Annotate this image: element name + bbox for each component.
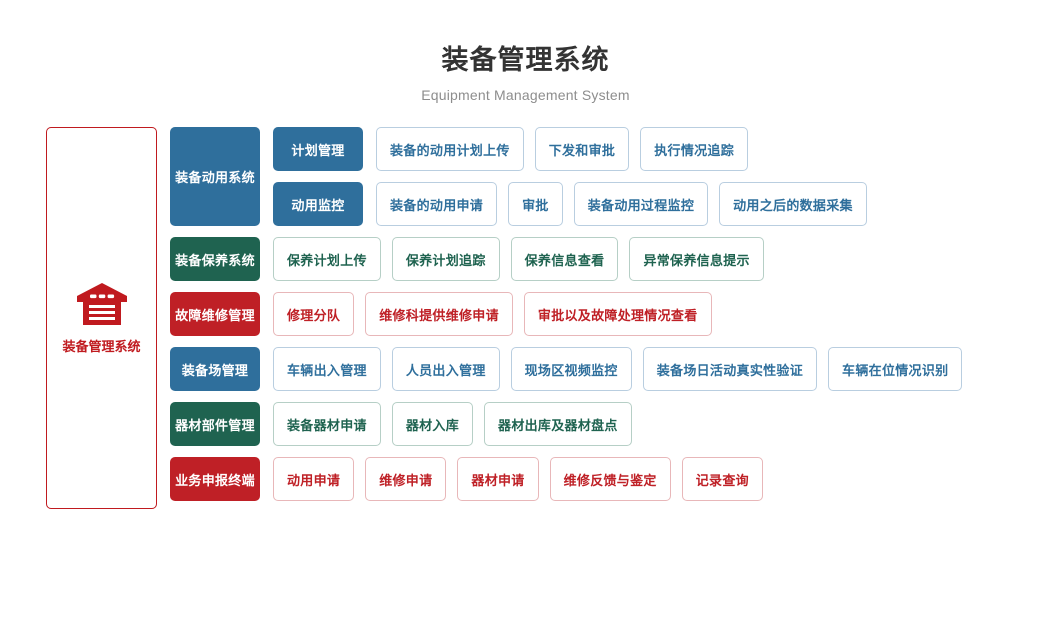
feature-list: 动用申请维修申请器材申请维修反馈与鉴定记录查询	[273, 457, 763, 501]
feature-item[interactable]: 保养信息查看	[510, 237, 619, 281]
module-row: 装备场管理车辆出入管理人员出入管理现场区视频监控装备场日活动真实性验证车辆在位情…	[170, 347, 963, 391]
feature-list: 装备器材申请器材入库器材出库及器材盘点	[273, 402, 632, 446]
feature-item[interactable]: 记录查询	[681, 457, 763, 501]
module-row: 故障维修管理修理分队维修科提供维修申请审批以及故障处理情况查看	[170, 292, 962, 336]
category-装备动用系统[interactable]: 装备动用系统	[170, 127, 260, 226]
subcategory-group: 计划管理装备的动用计划上传下发和审批执行情况追踪动用监控装备的动用申请审批装备动…	[273, 127, 867, 226]
warehouse-icon	[76, 283, 127, 325]
feature-item[interactable]: 器材申请	[457, 457, 539, 501]
feature-list: 装备的动用申请审批装备动用过程监控动用之后的数据采集	[376, 182, 867, 226]
feature-item[interactable]: 维修申请	[365, 457, 447, 501]
page-subtitle: Equipment Management System	[421, 87, 630, 103]
feature-item[interactable]: 车辆在位情况识别	[828, 347, 963, 391]
feature-item[interactable]: 装备器材申请	[273, 402, 381, 446]
feature-item[interactable]: 器材出库及器材盘点	[484, 402, 632, 446]
feature-list: 装备的动用计划上传下发和审批执行情况追踪	[376, 127, 749, 171]
module-row: 装备动用系统计划管理装备的动用计划上传下发和审批执行情况追踪动用监控装备的动用申…	[170, 127, 962, 226]
feature-item[interactable]: 装备动用过程监控	[573, 182, 709, 226]
module-rows: 装备动用系统计划管理装备的动用计划上传下发和审批执行情况追踪动用监控装备的动用申…	[170, 127, 963, 501]
feature-item[interactable]: 车辆出入管理	[273, 347, 381, 391]
subcategory-row: 计划管理装备的动用计划上传下发和审批执行情况追踪	[273, 127, 867, 171]
category-故障维修管理[interactable]: 故障维修管理	[170, 292, 260, 336]
feature-item[interactable]: 动用之后的数据采集	[719, 182, 867, 226]
module-row: 业务申报终端动用申请维修申请器材申请维修反馈与鉴定记录查询	[170, 457, 962, 501]
category-装备保养系统[interactable]: 装备保养系统	[170, 237, 260, 281]
feature-item[interactable]: 保养计划上传	[273, 237, 381, 281]
feature-item[interactable]: 器材入库	[391, 402, 474, 446]
category-业务申报终端[interactable]: 业务申报终端	[170, 457, 260, 501]
root-system-label: 装备管理系统	[62, 339, 141, 354]
feature-list: 保养计划上传保养计划追踪保养信息查看异常保养信息提示	[273, 237, 764, 281]
subcategory-计划管理[interactable]: 计划管理	[273, 127, 363, 171]
category-器材部件管理[interactable]: 器材部件管理	[170, 402, 260, 446]
feature-item[interactable]: 维修科提供维修申请	[365, 292, 513, 336]
feature-item[interactable]: 装备的动用计划上传	[376, 127, 524, 171]
feature-list: 修理分队维修科提供维修申请审批以及故障处理情况查看	[273, 292, 712, 336]
subcategory-动用监控[interactable]: 动用监控	[273, 182, 363, 226]
feature-item[interactable]: 人员出入管理	[391, 347, 500, 391]
feature-item[interactable]: 动用申请	[273, 457, 355, 501]
feature-item[interactable]: 审批以及故障处理情况查看	[523, 292, 712, 336]
feature-item[interactable]: 装备的动用申请	[376, 182, 498, 226]
feature-item[interactable]: 审批	[508, 182, 563, 226]
subcategory-row: 动用监控装备的动用申请审批装备动用过程监控动用之后的数据采集	[273, 182, 867, 226]
feature-list: 车辆出入管理人员出入管理现场区视频监控装备场日活动真实性验证车辆在位情况识别	[273, 347, 963, 391]
page-header: 装备管理系统 Equipment Management System	[0, 0, 1051, 103]
feature-item[interactable]: 维修反馈与鉴定	[549, 457, 671, 501]
feature-item[interactable]: 执行情况追踪	[640, 127, 749, 171]
feature-item[interactable]: 修理分队	[273, 292, 355, 336]
feature-item[interactable]: 下发和审批	[534, 127, 630, 171]
root-system-panel[interactable]: 装备管理系统	[46, 127, 157, 509]
category-装备场管理[interactable]: 装备场管理	[170, 347, 260, 391]
page-title: 装备管理系统	[441, 45, 610, 75]
module-row: 器材部件管理装备器材申请器材入库器材出库及器材盘点	[170, 402, 962, 446]
module-row: 装备保养系统保养计划上传保养计划追踪保养信息查看异常保养信息提示	[170, 237, 962, 281]
feature-item[interactable]: 异常保养信息提示	[629, 237, 764, 281]
feature-item[interactable]: 保养计划追踪	[391, 237, 500, 281]
feature-item[interactable]: 装备场日活动真实性验证	[642, 347, 818, 391]
feature-item[interactable]: 现场区视频监控	[510, 347, 632, 391]
